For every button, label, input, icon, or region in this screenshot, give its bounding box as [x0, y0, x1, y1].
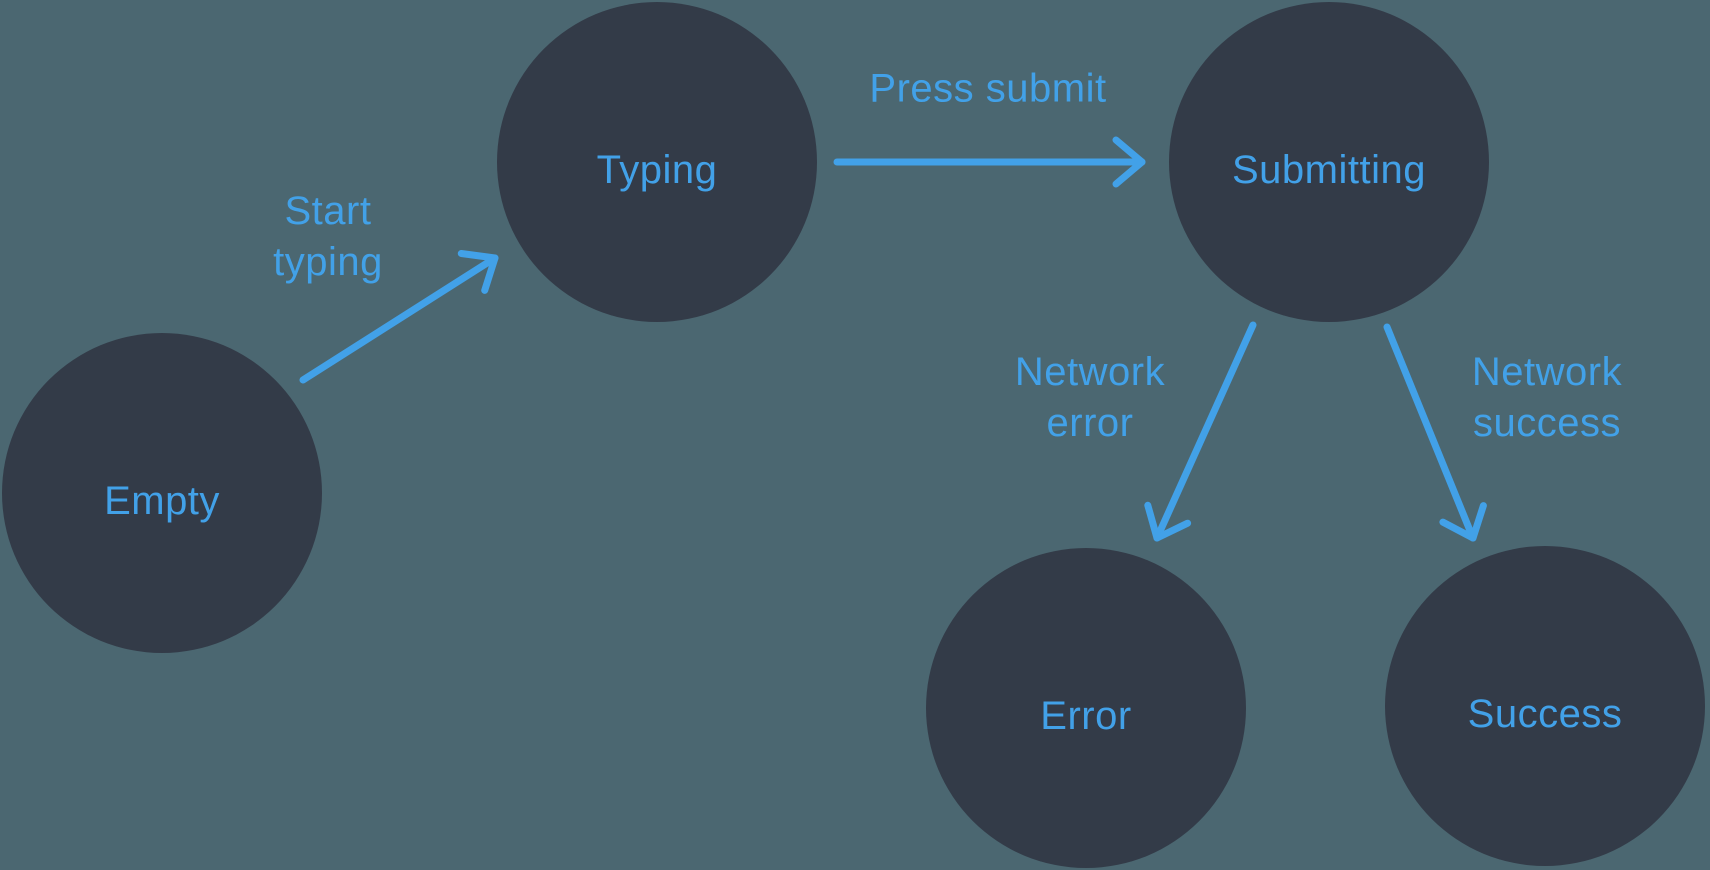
transition-label-line: success: [1472, 401, 1621, 445]
transition-label-line: typing: [273, 240, 383, 284]
transition-arrow-press-submit: [833, 136, 1146, 188]
state-node-submitting: Submitting: [1169, 2, 1489, 322]
state-node-success: Success: [1385, 546, 1705, 866]
state-node-error: Error: [926, 548, 1246, 868]
transition-label-network-error: Network error: [1015, 347, 1165, 449]
transition-label-line: error: [1046, 401, 1134, 445]
transition-label-line: Start: [284, 189, 372, 233]
state-node-typing: Typing: [497, 2, 817, 322]
state-label-typing: Typing: [596, 147, 718, 192]
transition-label-press-submit: Press submit: [869, 64, 1106, 115]
transition-arrow-network-success: [1383, 323, 1487, 542]
state-node-empty: Empty: [2, 333, 322, 653]
state-label-empty: Empty: [104, 478, 220, 523]
transition-label-line: Press submit: [869, 66, 1107, 111]
state-label-error: Error: [1040, 693, 1132, 738]
transition-label-network-success: Network success: [1472, 347, 1622, 449]
transition-label-line: Network: [1014, 350, 1166, 394]
transition-label-line: Network: [1471, 350, 1623, 394]
state-label-submitting: Submitting: [1232, 147, 1426, 192]
state-label-success: Success: [1467, 691, 1623, 736]
transition-label-start-typing: Start typing: [273, 186, 383, 288]
